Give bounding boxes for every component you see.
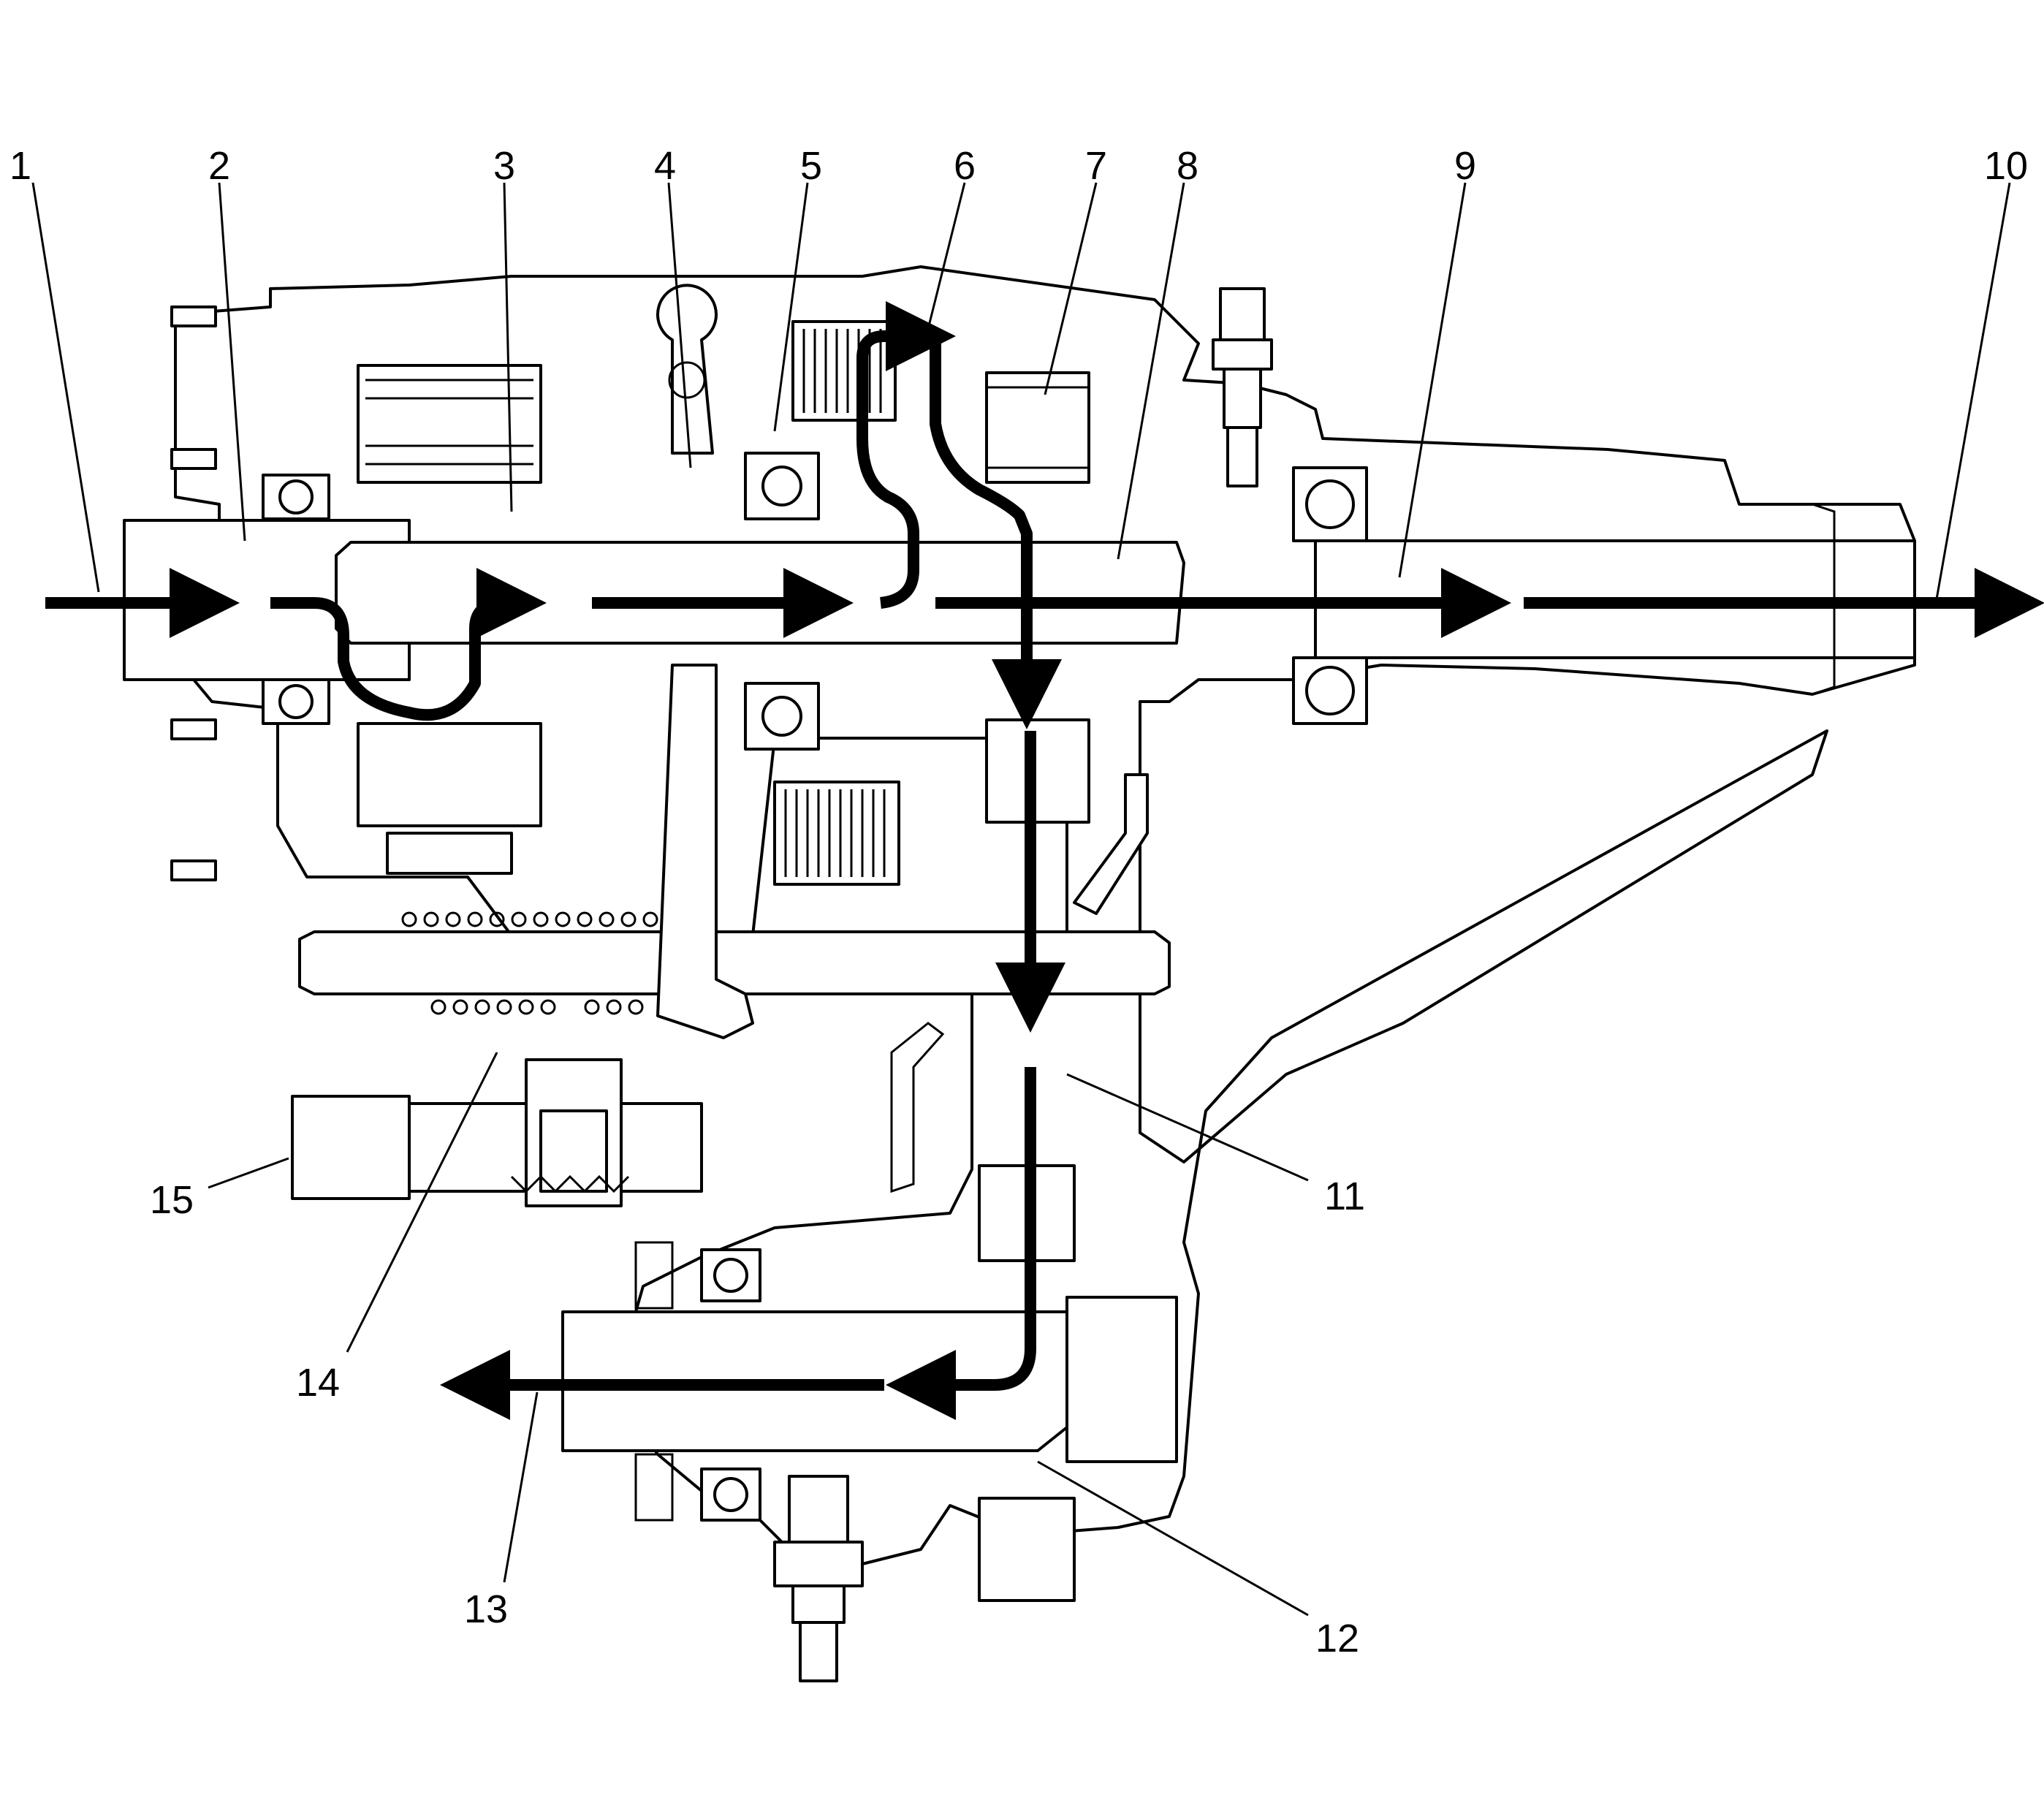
front-output-seal-lower	[634, 1453, 674, 1522]
drive-sprocket-upper	[985, 371, 1090, 484]
output-sensor	[773, 1475, 864, 1682]
lower-housing-block	[291, 1095, 411, 1200]
callout-15: 15	[150, 1178, 194, 1222]
chain-down-flow-2	[886, 1067, 1036, 1420]
bearing-rear-lower	[1292, 656, 1368, 725]
callout-8: 8	[1177, 144, 1198, 188]
power-flow-path	[45, 301, 2044, 1420]
leader-14	[346, 1052, 498, 1353]
bearing-clutch-upper	[744, 452, 820, 520]
leader-3	[503, 182, 513, 512]
callout-12: 12	[1315, 1617, 1359, 1660]
callout-3: 3	[493, 144, 515, 188]
speed-sensor	[1212, 287, 1273, 487]
stud-4	[170, 859, 217, 881]
callout-13: 13	[464, 1587, 508, 1631]
callout-2: 2	[208, 144, 230, 188]
internal-components	[170, 284, 1836, 1682]
callout-4: 4	[654, 144, 676, 188]
leader-10	[1935, 182, 2011, 600]
bearing-front-output-lower	[700, 1468, 761, 1522]
leader-13	[503, 1392, 539, 1583]
leader-5	[773, 182, 809, 432]
callout-7: 7	[1085, 144, 1107, 188]
stud-3	[170, 718, 217, 740]
callout-10: 10	[1984, 144, 2028, 188]
clutch-pack-lower	[773, 781, 900, 886]
front-output-cup	[1065, 1296, 1178, 1463]
callout-labels: 1 2 3 4 5 6 7 8 9 10 11 12 13 14 15	[10, 144, 2028, 1660]
leader-12	[1037, 1460, 1309, 1617]
leader-6	[927, 182, 966, 330]
cam-follower	[656, 284, 718, 455]
bearing-clutch-lower	[744, 682, 820, 751]
stud-1	[170, 305, 217, 327]
bearing-front-output-upper	[700, 1248, 761, 1302]
leader-11	[1066, 1073, 1309, 1182]
leader-4	[667, 182, 692, 468]
leader-2	[218, 182, 246, 542]
bearing-input	[262, 474, 330, 520]
leader-lines	[31, 182, 2011, 1617]
shift-fork	[656, 664, 754, 1039]
planetary-gear-lower	[357, 722, 542, 827]
planetary-gear-upper	[357, 364, 542, 484]
clutch-loop-flow	[856, 301, 956, 609]
mainshaft	[335, 541, 1185, 645]
leader-15	[208, 1157, 289, 1189]
callout-14: 14	[296, 1361, 340, 1405]
chain-guide	[890, 1022, 945, 1193]
bearing-input-lower	[262, 678, 330, 725]
callout-6: 6	[954, 144, 976, 188]
callout-9: 9	[1454, 144, 1476, 188]
drive-sprocket-lower	[985, 718, 1090, 824]
front-output-seal-upper	[634, 1241, 674, 1310]
leader-8	[1117, 182, 1185, 560]
stud-2	[170, 448, 217, 470]
range-fork	[386, 832, 513, 875]
callout-1: 1	[10, 144, 31, 188]
return-spring	[401, 911, 658, 1015]
input-to-mainshaft-flow	[270, 568, 547, 721]
callout-11: 11	[1324, 1174, 1365, 1218]
driven-sprocket-lower	[978, 1497, 1076, 1602]
callout-5: 5	[800, 144, 822, 188]
shift-rail	[298, 930, 1171, 995]
bearing-rear-upper	[1292, 466, 1368, 542]
clutch-to-chain-flow	[928, 330, 1062, 729]
leader-1	[31, 182, 100, 593]
leader-7	[1044, 182, 1098, 395]
leader-9	[1398, 182, 1467, 578]
oil-pickup-tube	[1073, 773, 1149, 915]
